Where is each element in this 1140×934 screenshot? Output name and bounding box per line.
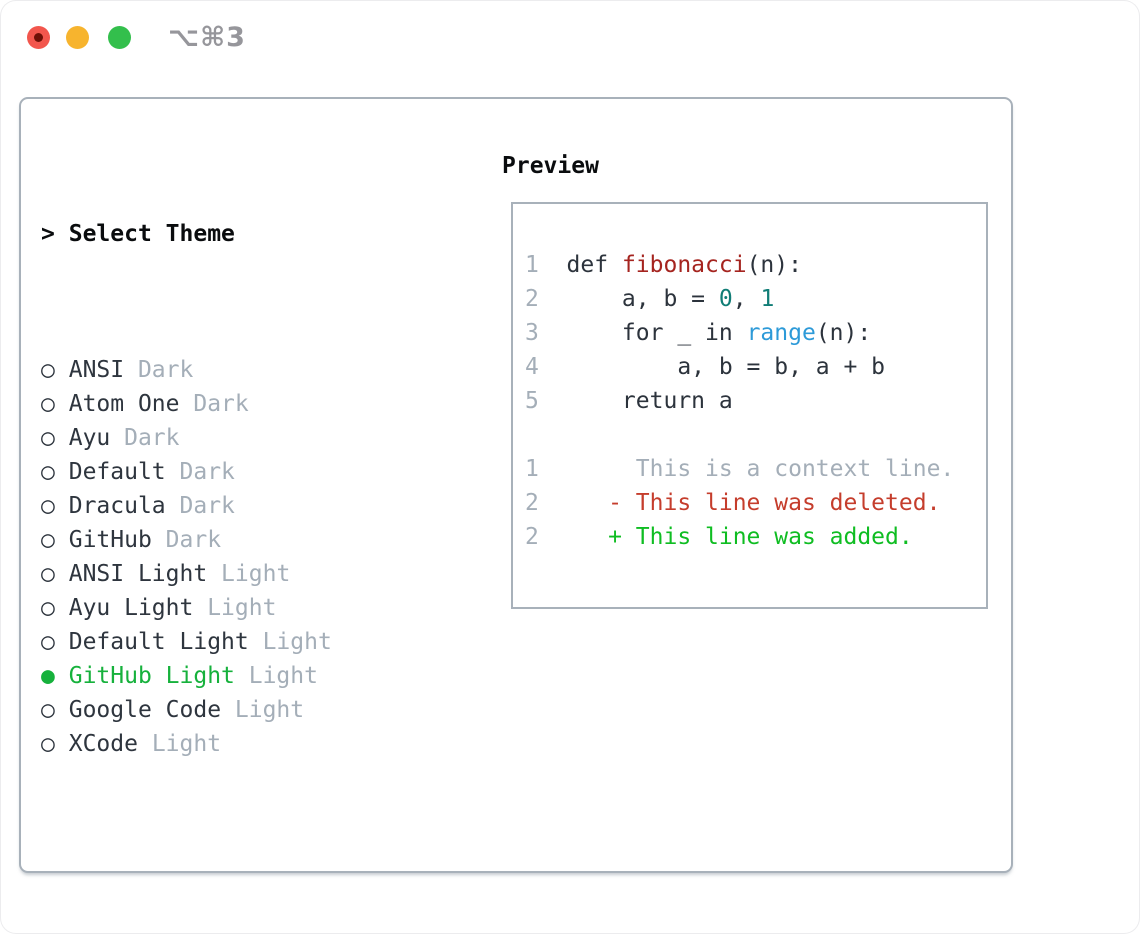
preview-code: 1 def fibonacci(n): 2 a, b = 0, 1 3 for _ … (525, 248, 954, 554)
theme-option-github[interactable]: ○ GitHub Dark (41, 523, 429, 557)
blank-line (525, 418, 954, 452)
theme-option-default[interactable]: ○ Default Dark (41, 455, 429, 489)
theme-option-github-light[interactable]: ● GitHub Light Light (41, 659, 429, 693)
radio-icon: ○ (41, 731, 55, 757)
preview-header: Preview (502, 153, 599, 179)
theme-option-google-code[interactable]: ○ Google Code Light (41, 693, 429, 727)
zoom-button-icon[interactable] (108, 26, 131, 49)
theme-option-dracula[interactable]: ○ Dracula Dark (41, 489, 429, 523)
theme-variant: Light (137, 731, 222, 757)
theme-variant: Dark (124, 357, 194, 383)
title-bar: ⌥⌘3 (0, 0, 1140, 72)
line-number: 1 (525, 252, 567, 278)
diff-deleted-line: 2 - This line was deleted. (525, 490, 941, 516)
line-number: 3 (525, 320, 567, 346)
code-line: 3 for _ in range(n): (525, 320, 872, 346)
radio-icon: ○ (41, 425, 55, 451)
theme-name: Atom One (68, 391, 180, 417)
theme-option-ansi[interactable]: ○ ANSI Dark (41, 353, 429, 387)
radio-icon: ○ (41, 459, 55, 485)
theme-variant: Dark (179, 391, 249, 417)
theme-list: ○ ANSI Dark○ Atom One Dark○ Ayu Dark○ De… (41, 353, 429, 761)
theme-selector-column: > Select Theme ○ ANSI Dark○ Atom One Dar… (41, 149, 429, 934)
radio-icon: ○ (41, 629, 55, 655)
theme-name: Default (68, 459, 166, 485)
line-number: 2 (525, 490, 567, 516)
theme-variant: Light (207, 561, 291, 587)
theme-name: Ayu Light (68, 595, 194, 621)
radio-icon: ○ (41, 391, 55, 417)
radio-icon: ○ (41, 357, 55, 383)
theme-variant: Dark (165, 493, 235, 519)
window-shortcut-label: ⌥⌘3 (168, 22, 246, 53)
preview-box: 1 def fibonacci(n): 2 a, b = 0, 1 3 for _ … (511, 202, 988, 609)
theme-variant: Light (248, 629, 332, 655)
theme-name: ANSI (68, 357, 125, 383)
theme-variant: Light (221, 697, 305, 723)
theme-name: Ayu (68, 425, 111, 451)
radio-icon: ○ (41, 561, 55, 587)
theme-name: XCode (68, 731, 138, 757)
theme-name: Default Light (68, 629, 249, 655)
theme-name: Dracula (68, 493, 166, 519)
theme-option-atom-one[interactable]: ○ Atom One Dark (41, 387, 429, 421)
theme-picker-panel: > Select Theme ○ ANSI Dark○ Atom One Dar… (19, 97, 1013, 873)
theme-option-default-light[interactable]: ○ Default Light Light (41, 625, 429, 659)
radio-icon: ○ (41, 527, 55, 553)
code-line: 1 def fibonacci(n): (525, 252, 802, 278)
focus-caret-icon: > (41, 221, 55, 247)
theme-variant: Dark (165, 459, 235, 485)
theme-variant: Light (234, 663, 318, 689)
theme-option-xcode[interactable]: ○ XCode Light (41, 727, 429, 761)
theme-variant: Light (193, 595, 277, 621)
theme-name: GitHub (68, 527, 152, 553)
select-theme-header: > Select Theme (41, 217, 429, 251)
radio-icon: ○ (41, 595, 55, 621)
theme-option-ayu[interactable]: ○ Ayu Dark (41, 421, 429, 455)
radio-selected-icon: ● (41, 663, 55, 689)
theme-variant: Dark (151, 527, 222, 553)
spacer (41, 863, 429, 897)
code-line: 2 a, b = 0, 1 (525, 286, 775, 312)
diff-context-line: 1 This is a context line. (525, 456, 955, 482)
line-number: 2 (525, 524, 567, 550)
diff-added-line: 2 + This line was added. (525, 524, 913, 550)
close-button-icon[interactable] (27, 26, 50, 49)
minimize-button-icon[interactable] (66, 26, 89, 49)
theme-name: GitHub Light (68, 663, 235, 689)
radio-icon: ○ (41, 697, 55, 723)
theme-name: Google Code (68, 697, 222, 723)
theme-variant: Dark (110, 425, 180, 451)
line-number: 2 (525, 286, 567, 312)
line-number: 1 (525, 456, 567, 482)
code-line: 5 return a (525, 388, 733, 414)
theme-option-ansi-light[interactable]: ○ ANSI Light Light (41, 557, 429, 591)
radio-icon: ○ (41, 493, 55, 519)
line-number: 5 (525, 388, 567, 414)
code-line: 4 a, b = b, a + b (525, 354, 886, 380)
select-theme-header-label: Select Theme (68, 221, 235, 247)
line-number: 4 (525, 354, 567, 380)
theme-option-ayu-light[interactable]: ○ Ayu Light Light (41, 591, 429, 625)
theme-name: ANSI Light (68, 561, 208, 587)
